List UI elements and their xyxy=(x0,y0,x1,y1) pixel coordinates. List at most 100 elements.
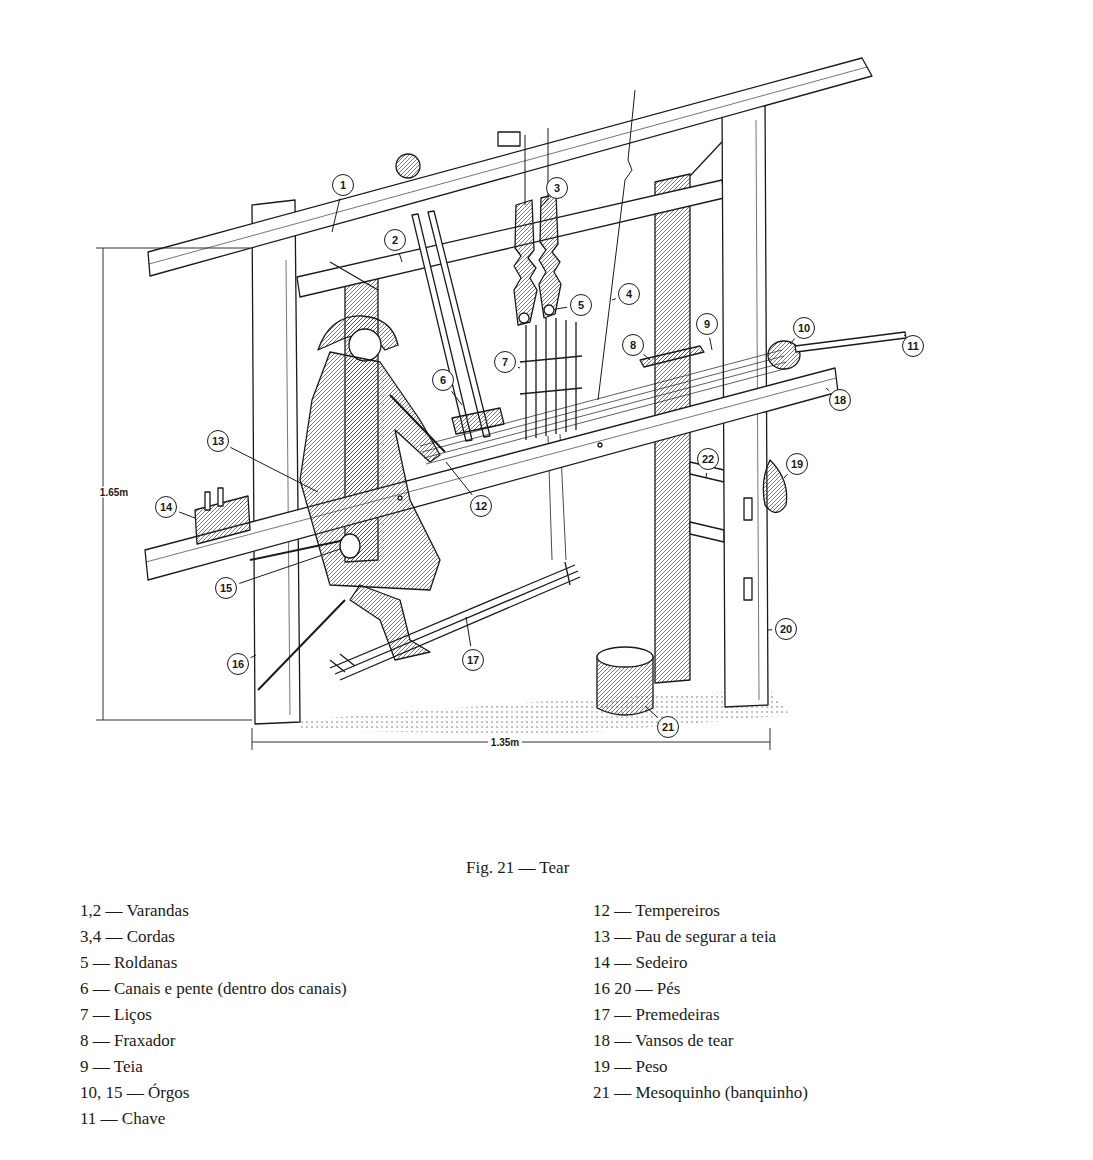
pulley xyxy=(539,194,561,318)
loom-part xyxy=(103,248,104,720)
leader-line xyxy=(451,391,462,405)
callout-number: 6 xyxy=(432,369,454,391)
callout-number: 1 xyxy=(332,174,354,196)
callout-number: 11 xyxy=(902,335,924,357)
legend-line: 9 — Teia xyxy=(80,1057,143,1077)
leader-line xyxy=(784,474,787,478)
pulley-wheel xyxy=(544,305,554,315)
leader-line xyxy=(540,199,548,208)
dimension-label: 1.35m xyxy=(488,737,522,748)
beam-block xyxy=(498,132,520,146)
callout-number: 9 xyxy=(696,313,718,335)
loom-part xyxy=(340,654,355,666)
pulley xyxy=(514,200,537,325)
leader-line xyxy=(706,473,708,478)
loom-part xyxy=(535,325,536,438)
weaver xyxy=(300,316,445,660)
mortise xyxy=(744,498,752,520)
leader-line xyxy=(251,655,256,658)
loom-part xyxy=(565,562,570,585)
treadles xyxy=(258,562,580,690)
loom-part xyxy=(525,325,526,440)
ladder-rung xyxy=(690,522,724,542)
top-beam xyxy=(148,58,872,276)
loom-part xyxy=(96,720,252,721)
legend-line: 17 — Premedeiras xyxy=(593,1005,720,1025)
cloth-beam xyxy=(340,534,360,558)
dimension-lines xyxy=(96,248,770,750)
callout-number: 20 xyxy=(775,618,797,640)
loom-part xyxy=(330,660,345,672)
reed xyxy=(452,408,504,434)
callout-number: 19 xyxy=(786,453,808,475)
cord xyxy=(525,135,526,205)
loom-part xyxy=(96,248,250,249)
loom-part xyxy=(350,585,430,660)
peg xyxy=(218,488,223,506)
ground-shadow xyxy=(300,690,790,735)
leader-line xyxy=(710,338,712,350)
leader-line xyxy=(556,307,567,309)
mortise xyxy=(744,578,752,600)
shuttle xyxy=(640,346,704,367)
leader-line xyxy=(230,447,318,492)
callout-number: 4 xyxy=(618,283,640,305)
callout-number: 16 xyxy=(227,653,249,675)
callout-number: 17 xyxy=(462,649,484,671)
pulley-wheel xyxy=(519,313,529,323)
loom-part xyxy=(770,728,771,750)
beater-pole xyxy=(428,211,490,437)
callout-number: 8 xyxy=(622,334,644,356)
weight xyxy=(763,460,786,513)
front-lower-beam xyxy=(145,368,838,580)
legend-line: 5 — Roldanas xyxy=(80,953,177,973)
callout-number: 12 xyxy=(470,495,492,517)
leader-line xyxy=(643,354,650,360)
leader-line xyxy=(768,629,772,630)
leader-line xyxy=(518,367,520,369)
top-beam-edge xyxy=(149,67,867,264)
legend-line: 10, 15 — Órgos xyxy=(80,1083,189,1103)
leader-line xyxy=(466,617,471,646)
leader-line xyxy=(239,549,340,583)
callout-number: 13 xyxy=(207,430,229,452)
leader-line xyxy=(612,299,616,300)
loom-part xyxy=(565,320,566,432)
leader-line xyxy=(179,512,195,518)
leader-line xyxy=(904,335,906,337)
callout-number: 2 xyxy=(384,229,406,251)
legend-line: 6 — Canais e pente (dentro dos canais) xyxy=(80,979,347,999)
legend-line: 19 — Peso xyxy=(593,1057,668,1077)
loom-part xyxy=(598,443,602,447)
callout-number: 22 xyxy=(697,448,719,470)
legend-line: 1,2 — Varandas xyxy=(80,901,189,921)
legend-line: 14 — Sedeiro xyxy=(593,953,687,973)
leader-line xyxy=(790,339,795,344)
cloth-beam-rod xyxy=(250,540,345,560)
legend-line: 11 — Chave xyxy=(80,1109,165,1129)
loom-part xyxy=(545,318,546,436)
peg xyxy=(205,492,210,510)
beam-knob xyxy=(396,154,420,178)
callout-number: 7 xyxy=(494,351,516,373)
front-lower-beam-edge xyxy=(146,378,836,562)
loom-part xyxy=(96,58,906,750)
loom-part xyxy=(330,565,575,668)
callout-number: 10 xyxy=(793,317,815,339)
callout-number: 5 xyxy=(570,294,592,316)
legend-line: 18 — Vansos de tear xyxy=(593,1031,733,1051)
stool-top xyxy=(597,647,653,667)
callout-number: 18 xyxy=(829,389,851,411)
loom-part xyxy=(390,395,445,452)
legend-line: 13 — Pau de segurar a teia xyxy=(593,927,776,947)
leader-line xyxy=(399,253,402,262)
leader-line xyxy=(826,388,829,391)
callout-number: 14 xyxy=(155,496,177,518)
dimension-label: 1.65m xyxy=(97,487,131,498)
figure-caption: Fig. 21 — Tear xyxy=(466,858,569,878)
loom-part xyxy=(252,728,253,750)
loom-part xyxy=(520,356,582,362)
brace xyxy=(330,262,378,290)
leader-line xyxy=(332,199,340,232)
